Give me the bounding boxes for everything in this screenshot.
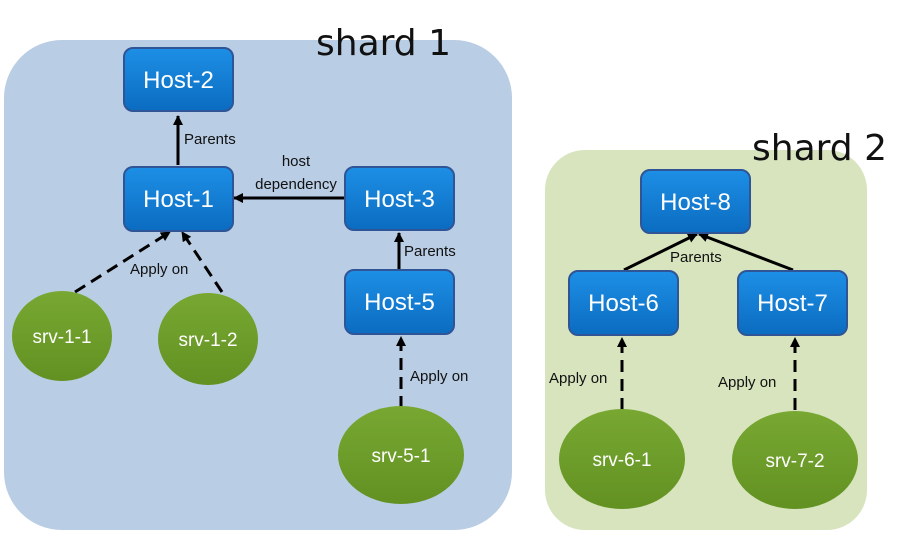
host-label: Host-8 <box>660 189 731 216</box>
service-node-srv61[interactable]: srv-6-1 <box>559 409 685 509</box>
host-label: Host-1 <box>143 186 214 213</box>
host-label: Host-5 <box>364 289 435 316</box>
edge-host6-to-host8 <box>623 232 698 272</box>
service-label: srv-7-2 <box>765 451 824 472</box>
edge-label-parents-host5-host3: Parents <box>404 243 456 260</box>
host-node-host6[interactable]: Host-6 <box>568 270 679 336</box>
host-label: Host-6 <box>588 290 659 317</box>
host-node-host2[interactable]: Host-2 <box>123 47 234 112</box>
shard-1-label: shard 1 <box>316 23 451 64</box>
service-label: srv-1-2 <box>178 330 237 351</box>
host-label: Host-3 <box>364 186 435 213</box>
edge-srv12-to-host1 <box>180 231 224 293</box>
edge-label-apply-on-srv1: Apply on <box>130 261 188 278</box>
service-node-srv51[interactable]: srv-5-1 <box>338 406 464 504</box>
edge-label-parents-shard2: Parents <box>670 249 722 266</box>
service-node-srv11[interactable]: srv-1-1 <box>12 291 112 381</box>
shard-2-label: shard 2 <box>752 128 887 169</box>
host-node-host7[interactable]: Host-7 <box>737 270 848 336</box>
host-label: Host-2 <box>143 67 214 94</box>
edge-label-apply-on-srv5: Apply on <box>410 368 468 385</box>
host-node-host5[interactable]: Host-5 <box>344 269 455 335</box>
edge-host7-to-host8 <box>698 232 794 272</box>
host-label: Host-7 <box>757 290 828 317</box>
service-label: srv-5-1 <box>371 446 430 467</box>
edge-label-parents-host1-host2: Parents <box>184 131 236 148</box>
edge-label-host-dependency-line1: host <box>282 153 311 170</box>
service-node-srv72[interactable]: srv-7-2 <box>732 411 858 509</box>
service-node-srv12[interactable]: srv-1-2 <box>158 293 258 385</box>
shard-1-region <box>4 40 512 530</box>
service-label: srv-6-1 <box>592 450 651 471</box>
host-node-host3[interactable]: Host-3 <box>344 166 455 231</box>
host-node-host1[interactable]: Host-1 <box>123 166 234 232</box>
edge-label-apply-on-srv6: Apply on <box>549 370 607 387</box>
edge-label-apply-on-srv7: Apply on <box>718 374 776 391</box>
host-node-host8[interactable]: Host-8 <box>640 169 751 234</box>
edge-label-host-dependency-line2: dependency <box>255 176 337 193</box>
service-label: srv-1-1 <box>32 327 91 348</box>
